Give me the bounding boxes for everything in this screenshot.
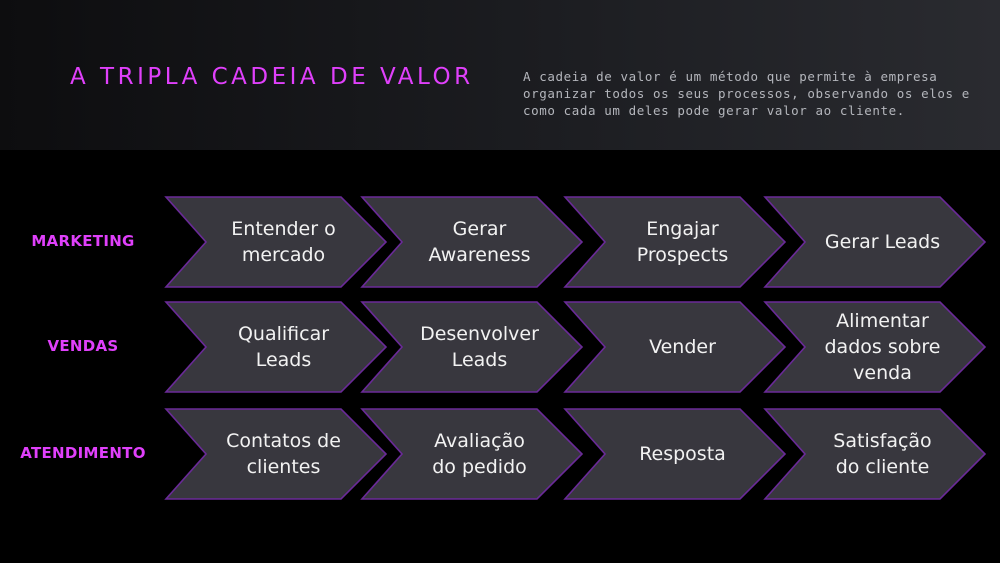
chevron-1-2 <box>563 301 787 393</box>
header-banner: A TRIPLA CADEIA DE VALOR A cadeia de val… <box>0 0 1000 150</box>
chevron-2-3 <box>763 408 987 500</box>
step-label: Alimentar dados sobre venda <box>824 310 941 384</box>
row-label-atendimento: ATENDIMENTO <box>20 444 146 462</box>
step-label: Desenvolver Leads <box>420 323 539 371</box>
chevron-1-0 <box>164 301 388 393</box>
chevron-2-1 <box>360 408 584 500</box>
chevron-0-2 <box>563 196 787 288</box>
page-description: A cadeia de valor é um método que permit… <box>523 69 970 118</box>
row-label-vendas: VENDAS <box>47 337 119 355</box>
row-label-marketing: MARKETING <box>31 232 135 250</box>
step-label: Resposta <box>639 443 726 465</box>
step-label: Entender o mercado <box>231 218 336 266</box>
chevron-0-1 <box>360 196 584 288</box>
chevron-2-2 <box>563 408 787 500</box>
step-label: Contatos de clientes <box>226 430 341 478</box>
step-label: Vender <box>649 336 716 358</box>
step-label: Qualificar Leads <box>237 323 330 371</box>
chevron-1-3 <box>763 301 987 393</box>
step-label: Engajar Prospects <box>636 218 729 266</box>
chevron-2-0 <box>164 408 388 500</box>
page-title: A TRIPLA CADEIA DE VALOR <box>70 64 474 90</box>
chevron-1-1 <box>360 301 584 393</box>
step-label: Gerar Leads <box>824 231 941 253</box>
chevron-0-3 <box>763 196 987 288</box>
step-label: Avaliação do pedido <box>432 430 527 478</box>
step-label: Satisfação do cliente <box>833 430 932 478</box>
chevron-0-0 <box>164 196 388 288</box>
step-label: Gerar Awareness <box>428 218 531 266</box>
